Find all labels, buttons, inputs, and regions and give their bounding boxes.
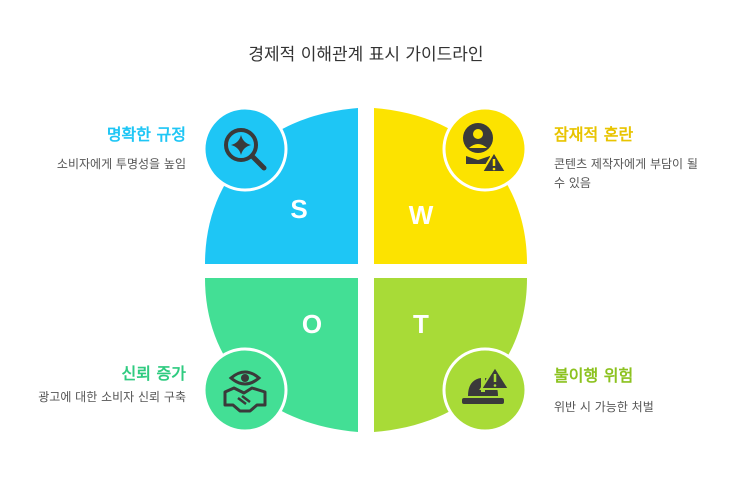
letter-w: W <box>409 200 434 230</box>
strengths-icon-circle <box>202 106 288 192</box>
quadrant-threats <box>374 278 527 432</box>
user-warning-icon <box>463 123 508 173</box>
quadrant-strengths <box>205 108 358 264</box>
letter-s: S <box>290 194 307 224</box>
strengths-description: 소비자에게 투명성을 높임 <box>56 157 186 171</box>
weaknesses-heading: 잠재적 혼란 <box>554 125 634 144</box>
strengths-heading: 명확한 규정 <box>106 125 186 144</box>
letter-o: O <box>302 309 322 339</box>
letter-t: T <box>413 309 429 339</box>
opportunities-description: 광고에 대한 소비자 신뢰 구축 <box>38 390 186 404</box>
threats-description: 위반 시 가능한 처벌 <box>554 400 654 414</box>
opportunities-icon-circle <box>202 347 288 433</box>
threats-heading: 불이행 위험 <box>554 366 634 385</box>
diagram-title: 경제적 이해관계 표시 가이드라인 <box>248 45 484 65</box>
quadrant-weaknesses <box>374 108 527 264</box>
hardhat-warning-icon <box>462 365 511 404</box>
quadrant-opportunities <box>205 278 358 432</box>
weaknesses-description: 콘텐츠 제작자에게 부담이 될 수 있음 <box>554 157 698 190</box>
eye-handshake-icon <box>223 370 267 413</box>
magnifier-sparkle-icon <box>224 128 267 171</box>
opportunities-heading: 신뢰 증가 <box>121 364 186 383</box>
